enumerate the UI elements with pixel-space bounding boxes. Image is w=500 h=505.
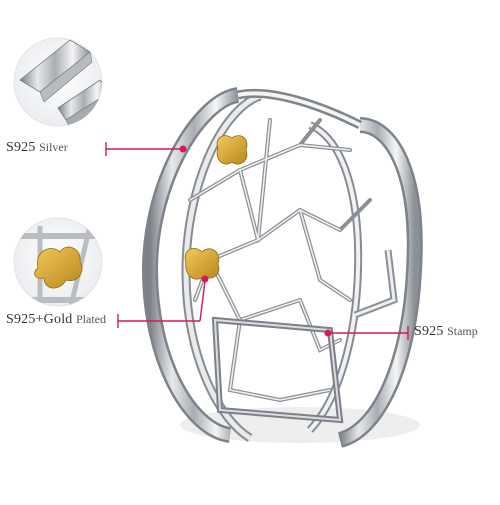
detail-circle-silver: [13, 37, 103, 127]
callout-gold-light: Plated: [75, 312, 106, 326]
detail-circle-gold: [13, 217, 103, 307]
callout-dot-silver: [179, 145, 187, 153]
ring-right-band: [307, 117, 423, 448]
ring-top-rim: [237, 88, 363, 130]
callout-dot-stamp: [324, 329, 332, 337]
callout-leaders: [105, 142, 409, 340]
callout-dot-gold: [201, 275, 209, 283]
gold-leaf-upper: [216, 135, 248, 165]
callout-silver-light: Silver: [39, 140, 68, 154]
callout-stamp: S925 Stamp: [414, 324, 478, 340]
callout-silver: S925 Silver: [6, 140, 68, 156]
gold-leaf-lower: [184, 248, 220, 280]
callout-stamp-strong: S925: [414, 324, 444, 339]
callout-stamp-light: Stamp: [447, 324, 478, 338]
callout-gold-strong: S925+Gold: [6, 312, 73, 327]
callout-silver-strong: S925: [6, 140, 36, 155]
callout-gold: S925+Gold Plated: [6, 312, 106, 328]
ring-bottom-rim: [211, 316, 344, 424]
